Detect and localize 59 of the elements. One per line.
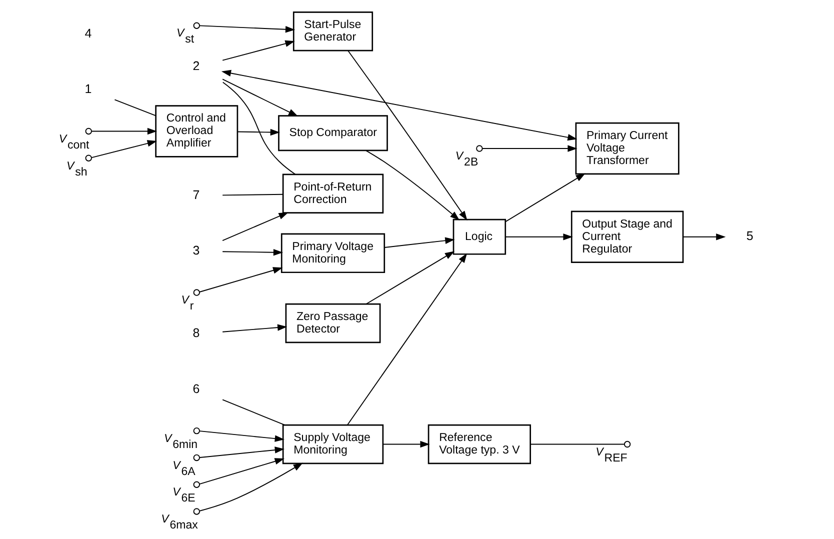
node-circle bbox=[192, 508, 200, 515]
label: 4 bbox=[84, 26, 92, 40]
node-circle bbox=[476, 145, 482, 152]
node-circle bbox=[192, 454, 200, 462]
arrow bbox=[220, 70, 577, 141]
connector bbox=[222, 194, 283, 196]
arrow bbox=[222, 40, 294, 61]
arrow bbox=[90, 140, 156, 158]
arrow bbox=[365, 251, 454, 304]
node-box: Output Stage and Current Regulator bbox=[570, 210, 684, 263]
node-text: 5 bbox=[746, 229, 753, 244]
arrow bbox=[382, 440, 430, 448]
arrow bbox=[222, 324, 287, 332]
node-box: Stop Comparator bbox=[278, 115, 388, 152]
arrow bbox=[198, 430, 284, 442]
node-box: Primary Current Voltage Transformer bbox=[574, 122, 679, 175]
arrow bbox=[198, 25, 295, 33]
arrow bbox=[90, 128, 157, 135]
connector bbox=[114, 99, 156, 116]
node-box: Primary Voltage Monitoring bbox=[280, 233, 385, 274]
arrow bbox=[236, 128, 280, 136]
node-box: Point-of-Return Correction bbox=[282, 174, 384, 214]
node-circle bbox=[192, 481, 200, 488]
node-box: Control and Overload Amplifier bbox=[154, 105, 238, 158]
node-box: Supply Voltage Monitoring bbox=[282, 424, 384, 464]
node-box: Zero Passage Detector bbox=[284, 303, 380, 344]
node-circle bbox=[84, 154, 92, 162]
node-text: 3 bbox=[192, 244, 200, 258]
arrow bbox=[222, 212, 288, 242]
node-circle bbox=[192, 289, 200, 296]
arrow bbox=[682, 233, 726, 240]
connector bbox=[222, 399, 285, 426]
node-circle bbox=[84, 128, 92, 135]
node-box: Reference Voltage typ. 3 V bbox=[427, 424, 530, 464]
arrow bbox=[365, 150, 460, 220]
node-text: 6 bbox=[192, 382, 200, 396]
arrow bbox=[198, 458, 284, 485]
node-text: 1 bbox=[84, 82, 92, 96]
node-box: Logic bbox=[452, 218, 506, 255]
arrow bbox=[198, 446, 284, 458]
node-circle bbox=[192, 427, 200, 434]
arrow bbox=[347, 50, 467, 221]
node-text: 2 bbox=[192, 59, 200, 74]
arrow bbox=[504, 173, 585, 222]
arrow bbox=[384, 237, 454, 248]
node-circle bbox=[623, 440, 630, 448]
arrow bbox=[222, 78, 298, 116]
node-box: Start-Pulse Generator bbox=[292, 11, 373, 52]
arrow bbox=[481, 145, 577, 152]
arrow bbox=[346, 253, 467, 426]
node-text: 8 bbox=[192, 326, 200, 340]
connector bbox=[530, 444, 624, 445]
arrow bbox=[222, 248, 283, 256]
arrow bbox=[198, 462, 302, 512]
arrow bbox=[198, 267, 282, 292]
arrow bbox=[504, 233, 572, 240]
node-text: 7 bbox=[192, 188, 200, 202]
node-circle bbox=[192, 22, 200, 29]
connector bbox=[222, 82, 296, 175]
